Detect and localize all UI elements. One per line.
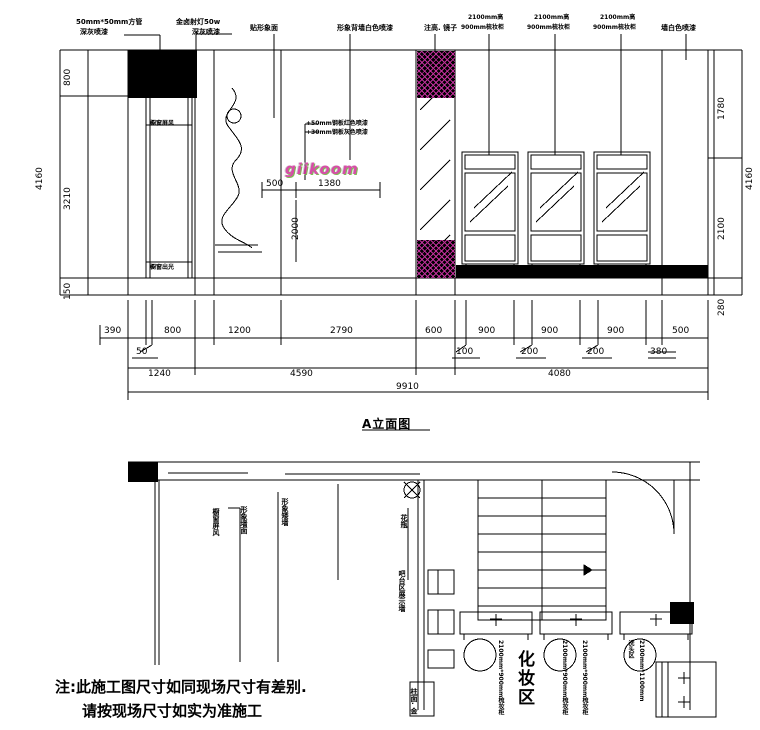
plan-column-block-left bbox=[128, 462, 158, 482]
dim-interior-500: 500 bbox=[266, 179, 284, 189]
dim-right-2100: 2100 bbox=[717, 217, 727, 240]
label-wall-paint: 墙白色喷漆 bbox=[661, 24, 696, 32]
dim-4590: 4590 bbox=[290, 369, 313, 379]
dim-leader-100: 100 bbox=[456, 347, 474, 357]
dim-4080: 4080 bbox=[548, 369, 571, 379]
construction-note-line2: 请按现场尺寸如实为准施工 bbox=[82, 702, 263, 720]
dim-390: 390 bbox=[104, 326, 122, 336]
dim-interior-2000: 2000 bbox=[291, 217, 301, 240]
dim-1200: 1200 bbox=[228, 326, 251, 336]
dim-interior-1380: 1380 bbox=[318, 179, 341, 189]
plan-linework bbox=[128, 461, 717, 718]
dim-900-c: 900 bbox=[607, 326, 625, 336]
plan-column-block-right bbox=[670, 602, 694, 624]
elevation-title: A立面图 bbox=[362, 417, 412, 431]
label-vanity-3-line1: 2100mm高 bbox=[600, 14, 636, 21]
dim-right-1780: 1780 bbox=[717, 97, 727, 120]
elevation-linework bbox=[59, 33, 743, 431]
dim-leader-50: 50 bbox=[136, 347, 148, 357]
plan-label-vanity-1: 2100mm*900mm梳妆柜 bbox=[497, 640, 504, 716]
dim-500: 500 bbox=[672, 326, 690, 336]
plan-label-shampoo-area: 洗头区 bbox=[627, 640, 634, 658]
mosaic-wall-lower bbox=[417, 240, 455, 278]
label-spotlight-line1: 金卤射灯50w bbox=[176, 18, 221, 26]
dim-800: 800 bbox=[164, 326, 182, 336]
label-spotlight-line2: 深灰喷漆 bbox=[192, 28, 220, 36]
dim-right-280: 280 bbox=[717, 298, 727, 316]
floor-hatch bbox=[456, 265, 708, 278]
label-vanity-2-line1: 2100mm高 bbox=[534, 14, 570, 21]
label-vanity-1-line1: 2100mm高 bbox=[468, 14, 504, 21]
label-vanity-1-line2: 900mm梳妆柜 bbox=[461, 24, 505, 31]
plan-label-makeup-area: 化妆区 bbox=[514, 650, 534, 707]
label-steel-tube-line1: 50mm*50mm方管 bbox=[76, 18, 143, 26]
label-feature-wall: 形象背墙白色喷漆 bbox=[337, 24, 393, 32]
label-window-screen: 橱窗屏风 bbox=[150, 120, 175, 127]
label-vanity-3-line2: 900mm梳妆柜 bbox=[593, 24, 637, 31]
dim-left-150: 150 bbox=[63, 282, 73, 300]
construction-note-line1: 注:此施工图尺寸如同现场尺寸有差别. bbox=[55, 678, 307, 696]
label-vanity-2-line2: 900mm梳妆柜 bbox=[527, 24, 571, 31]
plan-label-shampoo: 2100mm*1100mm bbox=[638, 640, 645, 702]
dim-left-800: 800 bbox=[63, 68, 73, 86]
plan-label-column: 柱面. 金 bbox=[410, 688, 418, 715]
dim-overall-9910: 9910 bbox=[396, 382, 419, 392]
steel-tube-hatch bbox=[128, 50, 197, 98]
dim-leader-200-b: 200 bbox=[587, 347, 605, 357]
label-image-panel: 贴形象面 bbox=[250, 24, 278, 32]
dim-900-b: 900 bbox=[541, 326, 559, 336]
label-mirror: 注高. 镜子 bbox=[424, 24, 458, 32]
plan-label-vanity-2: 2100mm*900mm梳妆柜 bbox=[561, 640, 568, 716]
dim-2790: 2790 bbox=[330, 326, 353, 336]
mosaic-wall-upper bbox=[417, 51, 455, 98]
plan-label-vase: 花瓶 bbox=[400, 514, 408, 528]
dim-leader-200-a: 200 bbox=[521, 347, 539, 357]
dim-left-3210: 3210 bbox=[63, 187, 73, 210]
dim-left-total: 4160 bbox=[35, 167, 45, 190]
plan-label-bar-display: 吧台区展示墙 bbox=[398, 570, 406, 612]
label-steel-tube-line2: 深灰喷漆 bbox=[80, 28, 108, 36]
callout-red-steel: +50mm钢板红色喷漆 bbox=[306, 120, 368, 127]
plan-label-low-wall: 形象矮墙 bbox=[281, 498, 289, 526]
plan-label-vanity-3: 2100mm*900mm梳妆柜 bbox=[581, 640, 588, 716]
dim-600: 600 bbox=[425, 326, 443, 336]
dim-leader-380: 380 bbox=[650, 347, 668, 357]
callout-grey-steel: +30mm钢板灰色喷漆 bbox=[306, 129, 368, 136]
watermark-logo: giikoom bbox=[285, 160, 359, 178]
dim-900-a: 900 bbox=[478, 326, 496, 336]
plan-label-image-wall: 形象墙面 bbox=[240, 506, 248, 534]
dim-right-total: 4160 bbox=[745, 167, 755, 190]
plan-label-screen: 橱窗屏风 bbox=[212, 508, 220, 536]
label-window-base: 橱窗出光 bbox=[150, 264, 175, 271]
dim-1240: 1240 bbox=[148, 369, 171, 379]
